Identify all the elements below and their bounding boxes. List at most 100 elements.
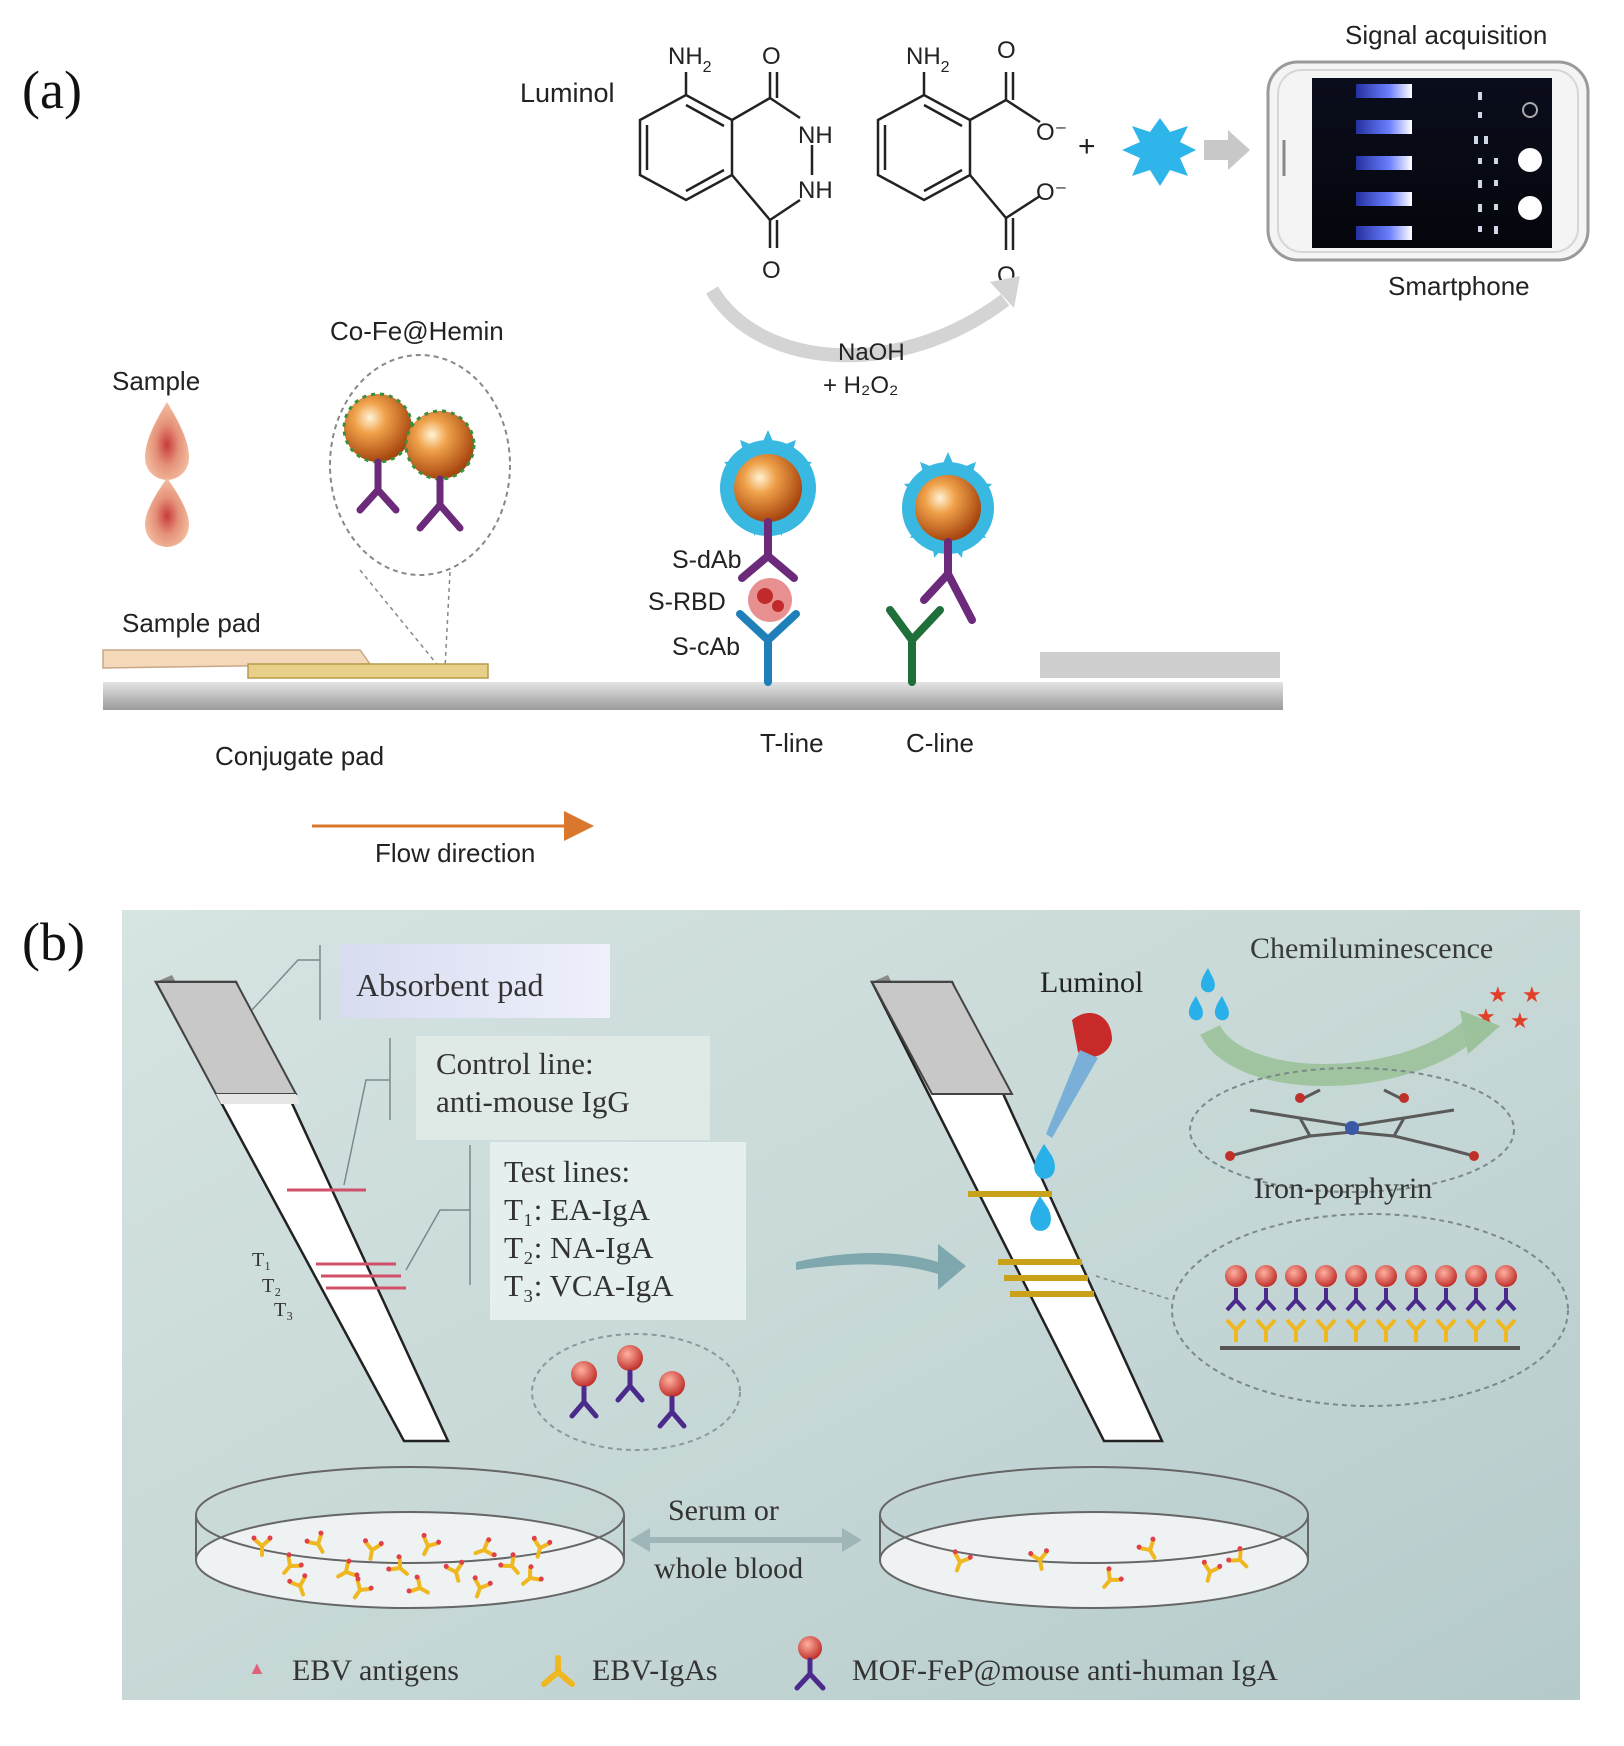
cofe-hemin-conjugates <box>342 392 476 532</box>
conjugate-zoom-bubble <box>329 354 511 576</box>
luminol-structure <box>638 72 814 248</box>
bound-iga <box>1465 1318 1487 1342</box>
luminol-nh-lower: NH <box>798 177 833 204</box>
c-line-label: C-line <box>906 728 974 758</box>
ebv-iga-icon <box>541 1655 575 1687</box>
to-phone-arrow <box>1204 130 1250 170</box>
ebv-antigen-icon: ▲ <box>248 1658 266 1678</box>
iga-glyph <box>304 1530 325 1554</box>
luminol-drops-icon <box>1188 968 1229 1021</box>
iga-glyph <box>952 1549 973 1573</box>
probe-conjugates <box>569 1345 687 1429</box>
serum-label-2: whole blood <box>654 1552 803 1585</box>
reagent-naoh: NaOH <box>838 339 905 366</box>
svg-text:★: ★ <box>1522 982 1542 1007</box>
iga-glyph <box>1028 1548 1049 1571</box>
test-lines-label: Test lines: <box>504 1154 630 1189</box>
t2-marker: T₂ <box>262 1275 281 1297</box>
signal-acquisition-label: Signal acquisition <box>1345 20 1547 50</box>
conjugate-pad <box>247 663 489 679</box>
iga-glyph <box>352 1576 374 1600</box>
panel-b-label: (b) <box>22 912 85 972</box>
smartphone-label: Smartphone <box>1388 271 1530 301</box>
probe-antibody <box>1435 1288 1457 1312</box>
dropper-icon <box>1030 1012 1112 1231</box>
reaction-arrow-head <box>990 276 1020 308</box>
iga-glyph <box>363 1538 384 1561</box>
s-rbd-label: S-RBD <box>648 588 726 616</box>
probe-sphere <box>1345 1265 1367 1287</box>
probe-sphere <box>1225 1265 1247 1287</box>
probe-sphere <box>1435 1265 1457 1287</box>
probe-antibody <box>1405 1288 1427 1312</box>
control-line-label-1: Control line: <box>436 1046 594 1081</box>
iga-glyph <box>472 1575 493 1599</box>
probe-antibody <box>1225 1288 1247 1312</box>
catalysis-arrow <box>1200 1021 1478 1086</box>
light-burst-icon <box>1122 118 1196 186</box>
t-line-label: T-line <box>760 728 824 758</box>
o-minus-lower: O⁻ <box>1036 179 1067 206</box>
t3-marker: T₃ <box>274 1299 293 1321</box>
iga-glyph <box>1102 1566 1124 1589</box>
legend: ▲ EBV antigens EBV-IgAs MOF-FeP@mouse an… <box>248 1636 1278 1691</box>
emission-stars-icon: ★ ★ ★ ★ <box>1476 982 1542 1033</box>
iga-glyph <box>443 1559 465 1583</box>
callout-lines <box>251 945 471 1285</box>
sample-drops <box>145 402 189 547</box>
svg-text:★: ★ <box>1488 982 1508 1007</box>
conjugate-pad-label: Conjugate pad <box>215 741 384 771</box>
probe-antibody <box>1345 1288 1367 1312</box>
luminol-o-top: O <box>762 43 781 70</box>
luminol-b-label: Luminol <box>1040 966 1143 999</box>
iga-glyph <box>531 1535 553 1559</box>
c-line-complex <box>886 452 994 686</box>
iga-glyph <box>251 1535 273 1557</box>
bound-iga <box>1315 1318 1337 1342</box>
catalysis-arrow-head <box>1460 1010 1500 1054</box>
o-minus-upper: O⁻ <box>1036 119 1067 146</box>
probe-antibody <box>1375 1288 1397 1312</box>
mof-fep-icon <box>794 1636 826 1691</box>
shutter-button-icon <box>1518 148 1542 172</box>
luminol-nh-upper: NH <box>798 122 833 149</box>
probe-sphere <box>1465 1265 1487 1287</box>
probe-antibody <box>1255 1288 1277 1312</box>
phone-screen <box>1312 78 1552 248</box>
screen-bands <box>1356 84 1412 240</box>
control-line-box <box>416 1036 710 1140</box>
iga-glyph <box>386 1554 409 1576</box>
bound-iga <box>1255 1318 1277 1342</box>
detection-bubble <box>1171 1213 1569 1407</box>
t2-label: T₂: NA-IgA <box>504 1230 654 1265</box>
right-test-strip <box>869 975 1164 1443</box>
reagent-h2o2: + H₂O₂ <box>823 372 898 399</box>
iga-glyph <box>521 1564 544 1586</box>
panel-a-label: (a) <box>22 60 82 120</box>
left-test-strip <box>153 975 450 1443</box>
probe-bubble <box>531 1333 741 1451</box>
probe-sphere <box>1255 1265 1277 1287</box>
aminophthalate-structure <box>876 72 1041 250</box>
bound-iga <box>1435 1318 1457 1342</box>
iga-glyph <box>1201 1559 1223 1583</box>
iga-glyph <box>421 1532 442 1557</box>
luminol-nh2: NH2 <box>668 43 712 76</box>
bound-iga <box>1495 1318 1517 1342</box>
control-line-label-2: anti-mouse IgG <box>436 1084 630 1119</box>
panel-a: (a) Luminol NH2 O NH NH O <box>22 20 1590 868</box>
sample-pad-label: Sample pad <box>122 608 261 638</box>
iga-glyph <box>287 1573 308 1597</box>
chemiluminescence-label: Chemiluminescence <box>1250 932 1493 965</box>
porphyrin-bubble <box>1189 1067 1515 1193</box>
luminol-label: Luminol <box>520 78 615 108</box>
absorbent-pad-box <box>340 944 610 1018</box>
iga-glyph <box>1226 1546 1249 1569</box>
s-dab-label: S-dAb <box>672 546 741 574</box>
smartphone <box>1266 60 1590 262</box>
plus-sign: + <box>1078 130 1096 163</box>
mode-button-icon <box>1518 196 1542 220</box>
iga-glyph <box>336 1558 360 1579</box>
process-arrow <box>796 1244 966 1290</box>
